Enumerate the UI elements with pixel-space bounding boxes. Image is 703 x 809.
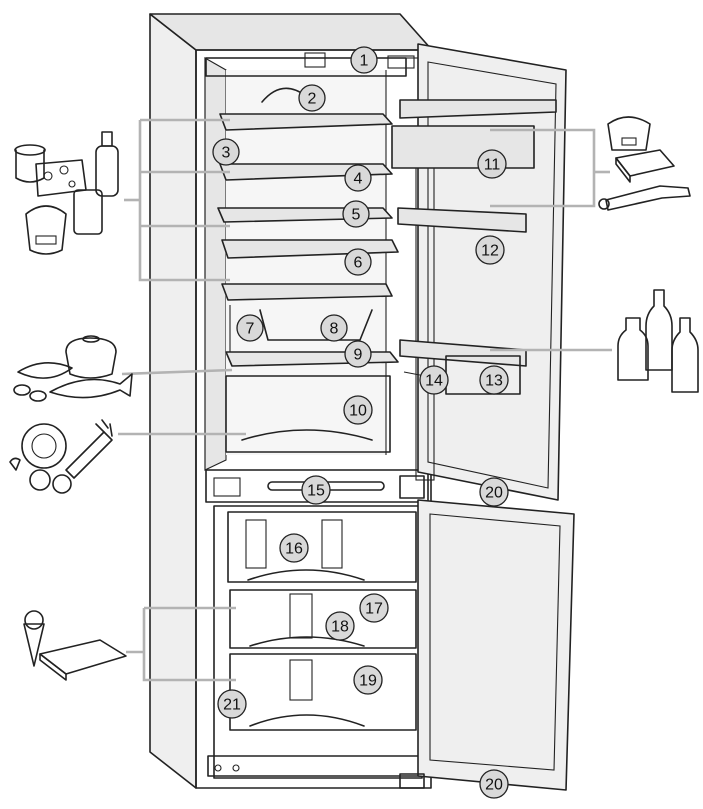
vegetables-icon [9,419,113,494]
callout-8: 8 [320,314,348,342]
callout-16: 16 [279,533,309,563]
freezer-compartment [207,505,423,779]
callout-9: 9 [344,340,372,368]
callout-20-lower: 20 [479,769,509,799]
callout-11-label: 11 [484,157,501,174]
callout-20-lower-label: 20 [485,777,503,794]
callout-17-label: 17 [365,601,383,618]
fish-pot-icon [13,335,133,402]
callout-14-label: 14 [425,373,443,390]
callout-3-label: 3 [222,145,231,162]
bottles-icon [617,289,699,393]
callout-12-label: 12 [481,243,499,260]
callout-20-upper-label: 20 [485,485,503,502]
callout-7-label: 7 [246,321,255,338]
fridge-door [391,43,567,501]
callout-6: 6 [344,248,372,276]
callout-3: 3 [212,138,240,166]
callout-5-label: 5 [352,207,361,224]
callout-1: 1 [350,46,378,74]
callout-4-label: 4 [354,171,363,188]
callout-11: 11 [477,149,507,179]
jam-butter-tube-icon [598,116,691,211]
callout-9-label: 9 [354,347,363,364]
callout-12: 12 [475,235,505,265]
callout-10: 10 [343,395,373,425]
callout-7: 7 [236,314,264,342]
callout-2: 2 [298,84,326,112]
callout-10-label: 10 [349,403,367,420]
callout-19: 19 [353,665,383,695]
callout-21: 21 [217,689,247,719]
callout-15: 15 [301,475,331,505]
callout-19-label: 19 [359,673,377,690]
callout-6-label: 6 [354,255,363,272]
callout-16-label: 16 [285,541,303,558]
callout-1-label: 1 [360,53,369,70]
control-panel [205,52,415,77]
callout-14: 14 [419,365,449,395]
callout-17: 17 [359,593,389,623]
freezer-door [399,499,575,791]
callout-4: 4 [344,164,372,192]
leader-lines [118,118,612,682]
callout-13-label: 13 [485,373,503,390]
callout-21-label: 21 [223,697,241,714]
dairy-jars-cheese-icon [14,131,119,255]
callout-20-upper: 20 [479,477,509,507]
callout-15-label: 15 [307,483,325,500]
callout-5: 5 [342,200,370,228]
ice-cream-pizza-icon [23,610,127,681]
callout-18: 18 [325,611,355,641]
crisper-drawer [225,375,391,453]
callout-2-label: 2 [308,91,317,108]
callouts: 1 2 3 4 5 6 7 8 9 10 11 12 13 14 15 16 1… [212,46,509,799]
callout-8-label: 8 [330,321,339,338]
callout-18-label: 18 [331,619,349,636]
callout-13: 13 [479,365,509,395]
